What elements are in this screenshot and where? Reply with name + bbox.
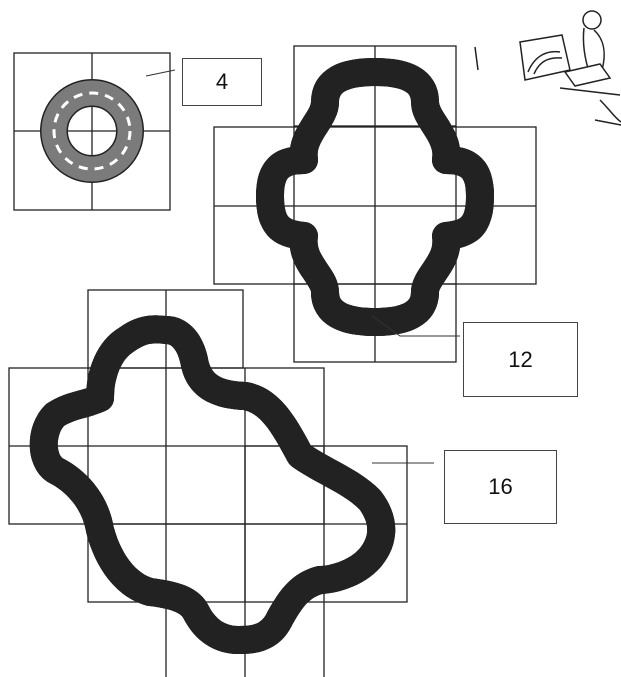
- tile-count-label-12: 12: [463, 322, 578, 397]
- four-lobe-track-figure: [214, 46, 536, 362]
- tile-count-label-16: 16: [444, 450, 557, 524]
- ring-grid: [14, 53, 170, 210]
- ring-track-figure: [14, 53, 175, 210]
- person-at-table-sketch: [475, 11, 621, 125]
- large-lobe-track-figure: [9, 290, 434, 677]
- tile-count-label-4: 4: [182, 58, 262, 106]
- large-lobe-road: [44, 329, 382, 640]
